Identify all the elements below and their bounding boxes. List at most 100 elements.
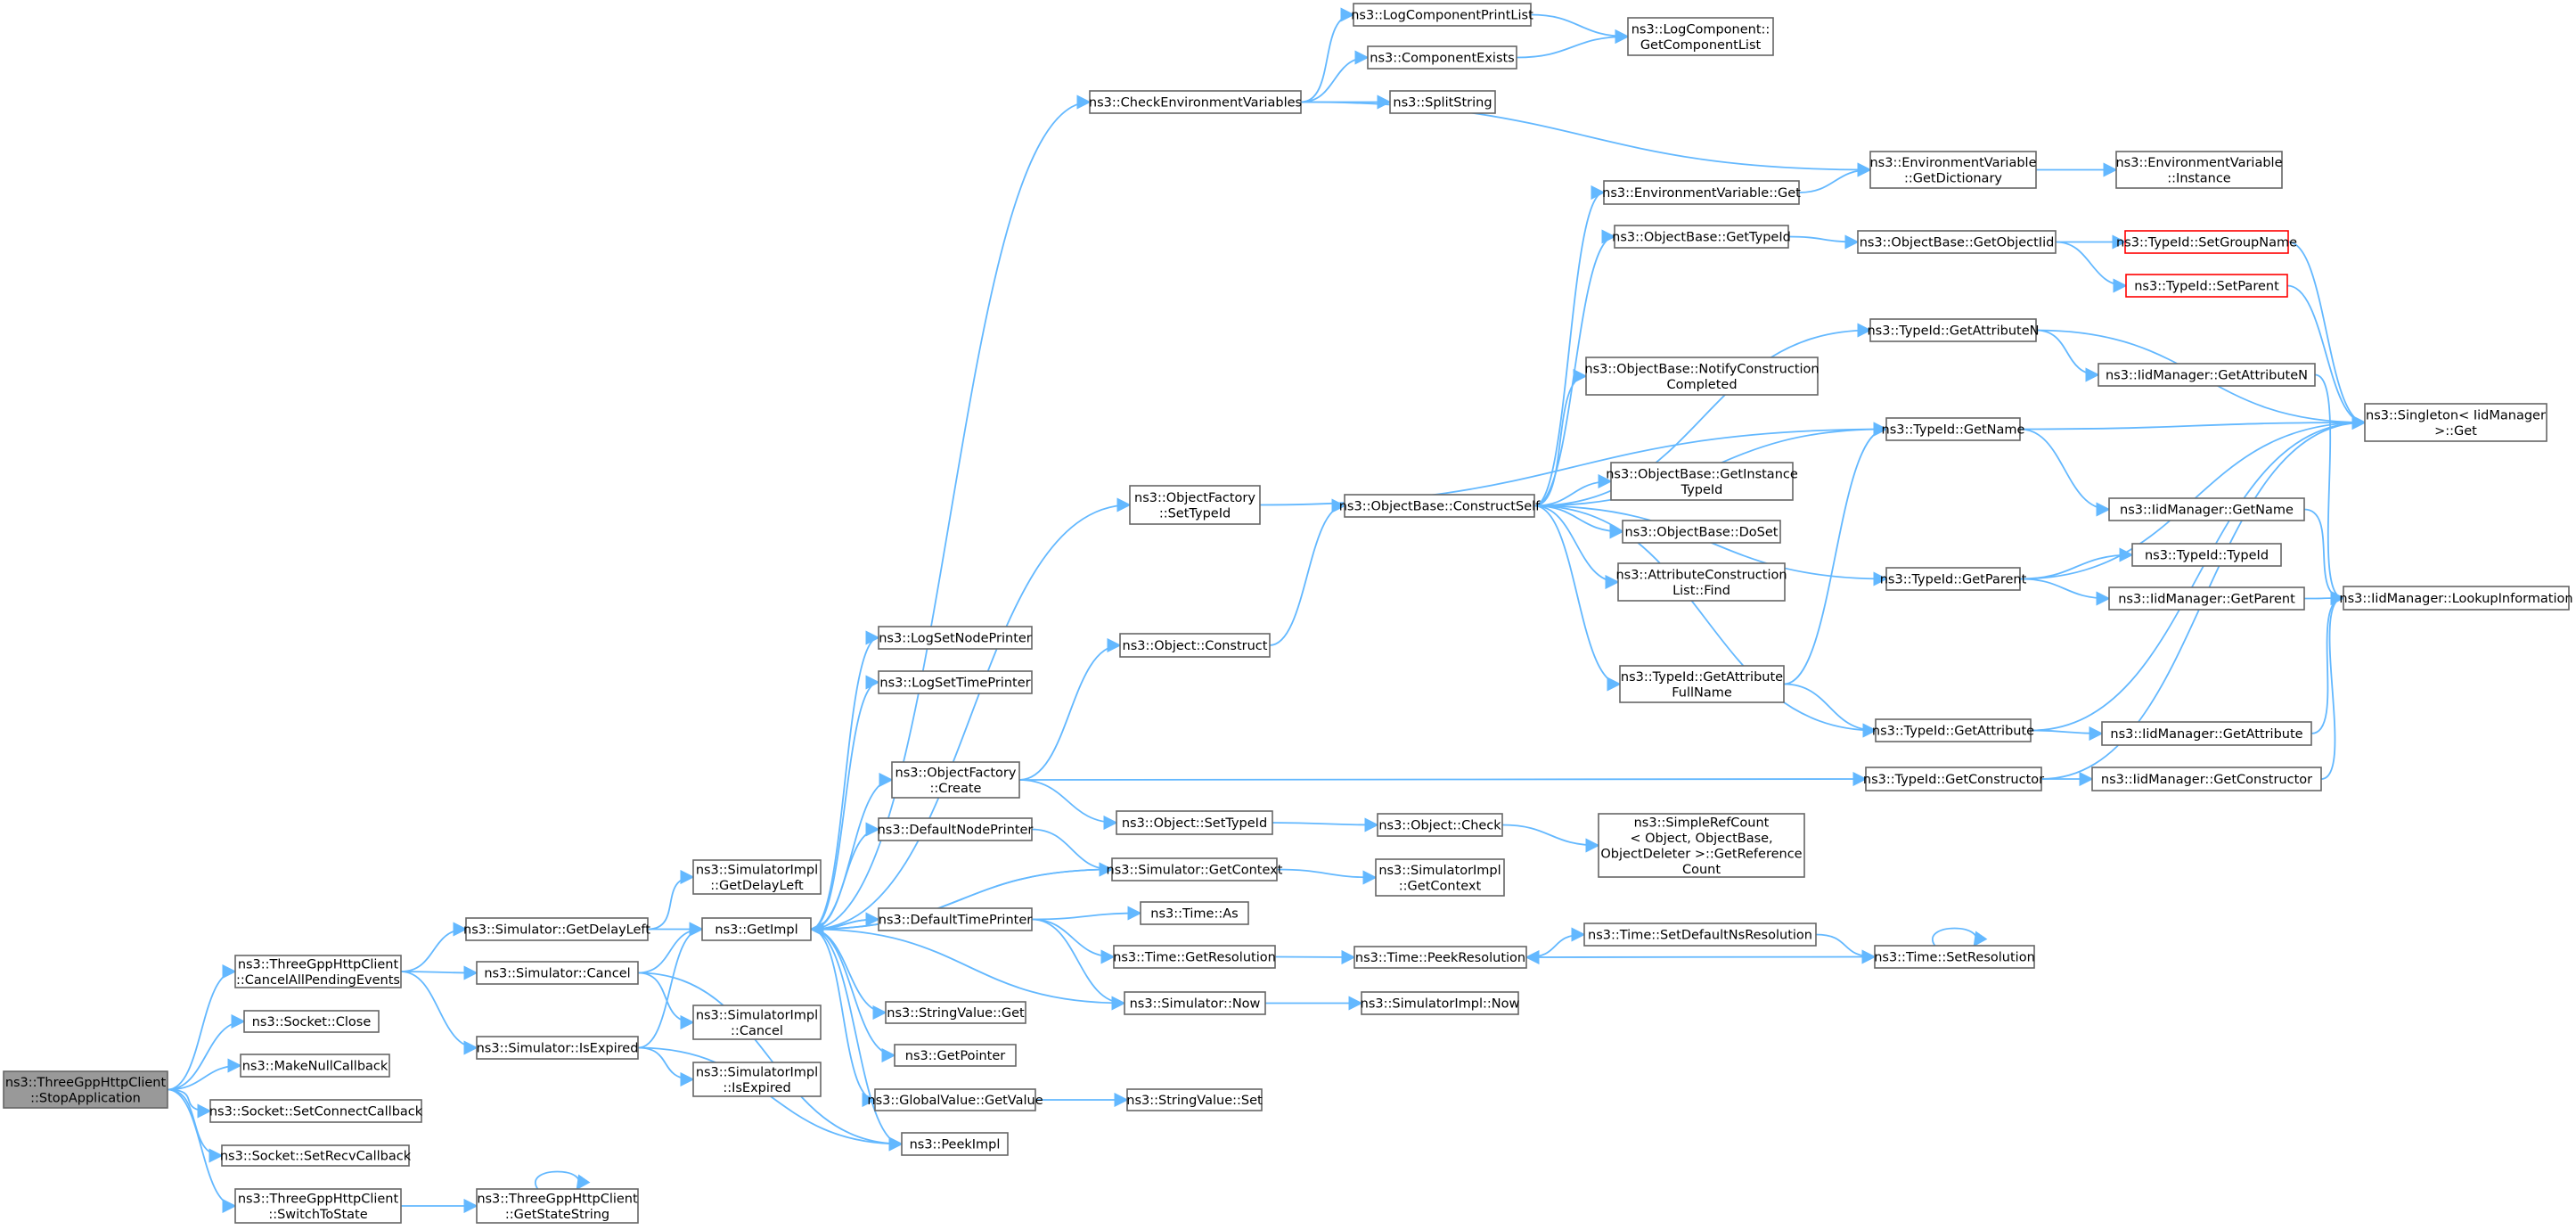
node-ob-construct-self[interactable]: ns3::ObjectBase::ConstructSelf: [1339, 494, 1541, 518]
node-label: ::Cancel: [731, 1024, 783, 1038]
node-gv-get-value[interactable]: ns3::GlobalValue::GetValue: [867, 1088, 1043, 1111]
node-log-time[interactable]: ns3::LogSetTimePrinter: [878, 670, 1033, 694]
node-ob-do-set[interactable]: ns3::ObjectBase::DoSet: [1622, 520, 1781, 544]
node-tid-get-parent[interactable]: ns3::TypeId::GetParent: [1880, 567, 2027, 591]
node-of-create[interactable]: ns3::ObjectFactory::Create: [891, 761, 1020, 799]
node-split-string[interactable]: ns3::SplitString: [1389, 90, 1496, 114]
node-tid-get-attr-n[interactable]: ns3::TypeId::GetAttributeN: [1867, 318, 2040, 342]
node-set-connect[interactable]: ns3::Socket::SetConnectCallback: [209, 1099, 423, 1123]
edge-obj-construct-to-ob-construct-self: [1269, 498, 1346, 646]
node-simple-ref[interactable]: ns3::SimpleRefCount< Object, ObjectBase,…: [1598, 813, 1805, 878]
node-time-get-res[interactable]: ns3::Time::GetResolution: [1113, 945, 1276, 969]
edge-def-time-to-sim-now: [1031, 918, 1126, 1011]
node-box: [1111, 857, 1278, 882]
node-root[interactable]: ns3::ThreeGppHttpClient::StopApplication: [3, 1070, 168, 1109]
node-box: [2125, 274, 2288, 298]
node-tid-get-attribute[interactable]: ns3::TypeId::GetAttribute: [1872, 718, 2034, 742]
node-label: ns3::GlobalValue::GetValue: [867, 1094, 1043, 1108]
node-ob-notify[interactable]: ns3::ObjectBase::NotifyConstructionCompl…: [1584, 357, 1820, 396]
node-box: [1583, 922, 1817, 947]
node-make-null[interactable]: ns3::MakeNullCallback: [240, 1054, 390, 1078]
node-ob-get-type-id[interactable]: ns3::ObjectBase::GetTypeId: [1612, 225, 1791, 249]
node-sim-get-context[interactable]: ns3::Simulator::GetContext: [1107, 857, 1283, 882]
node-sv-set[interactable]: ns3::StringValue::Set: [1126, 1088, 1263, 1111]
node-tid-set-group[interactable]: ns3::TypeId::SetGroupName: [2116, 230, 2297, 254]
node-get-impl[interactable]: ns3::GetImpl: [701, 917, 812, 941]
node-get-pointer[interactable]: ns3::GetPointer: [894, 1044, 1017, 1067]
node-obj-check[interactable]: ns3::Object::Check: [1377, 813, 1503, 837]
node-iid-get-attr-n[interactable]: ns3::IidManager::GetAttributeN: [2098, 363, 2316, 387]
node-sv-get[interactable]: ns3::StringValue::Get: [885, 1001, 1026, 1024]
node-label: ns3::ObjectFactory: [1134, 491, 1255, 505]
node-def-time[interactable]: ns3::DefaultTimePrinter: [878, 907, 1033, 931]
edge-log-comp-print-to-log-comp-list: [1530, 13, 1630, 45]
node-tid-get-constructor[interactable]: ns3::TypeId::GetConstructor: [1863, 767, 2044, 791]
node-label: ns3::IidManager::GetAttribute: [2110, 727, 2302, 742]
node-label: ns3::Singleton< IidManager: [2366, 408, 2546, 422]
node-tid-type-id[interactable]: ns3::TypeId::TypeId: [2131, 543, 2282, 567]
node-time-as[interactable]: ns3::Time::As: [1140, 901, 1249, 925]
node-obj-construct[interactable]: ns3::Object::Construct: [1119, 633, 1271, 658]
node-get-state[interactable]: ns3::ThreeGppHttpClient::GetStateString: [476, 1188, 639, 1224]
node-sim-is-expired[interactable]: ns3::Simulator::IsExpired: [476, 1036, 639, 1060]
node-impl-now[interactable]: ns3::SimulatorImpl::Now: [1361, 991, 1520, 1015]
node-env-instance[interactable]: ns3::EnvironmentVariable::Instance: [2115, 151, 2283, 189]
edge-tid-get-parent-to-iid-get-parent: [2019, 578, 2111, 606]
node-time-set-res[interactable]: ns3::Time::SetResolution: [1874, 945, 2035, 969]
edge-def-node-to-sim-get-context: [1031, 828, 1114, 877]
node-box: [1869, 318, 2037, 342]
node-def-node[interactable]: ns3::DefaultNodePrinter: [878, 817, 1034, 841]
node-label: ::SetTypeId: [1159, 506, 1231, 521]
node-peek-impl[interactable]: ns3::PeekImpl: [901, 1132, 1009, 1156]
node-iid-get-name[interactable]: ns3::IidManager::GetName: [2108, 497, 2305, 521]
edge-tid-get-name-to-iid-get-name: [2019, 428, 2111, 517]
node-sim-cancel[interactable]: ns3::Simulator::Cancel: [476, 961, 639, 985]
node-sim-now[interactable]: ns3::Simulator::Now: [1124, 991, 1266, 1015]
node-switch-to[interactable]: ns3::ThreeGppHttpClient::SwitchToState: [234, 1188, 402, 1224]
node-impl-get-context[interactable]: ns3::SimulatorImpl::GetContext: [1375, 858, 1505, 897]
node-impl-cancel[interactable]: ns3::SimulatorImpl::Cancel: [692, 1004, 822, 1040]
node-ob-get-object-tid[interactable]: ns3::ObjectBase::GetObjectIid: [1857, 230, 2057, 254]
node-label: ns3::Simulator::Cancel: [484, 967, 630, 981]
node-iid-get-attribute[interactable]: ns3::IidManager::GetAttribute: [2101, 721, 2312, 746]
edge-of-create-to-obj-set-type-id: [1018, 779, 1118, 831]
node-box: [1089, 90, 1302, 114]
edge-tid-get-attribute-to-iid-get-attribute: [2030, 726, 2104, 742]
node-iid-get-constructor[interactable]: ns3::IidManager::GetConstructor: [2091, 767, 2322, 791]
node-tid-get-name[interactable]: ns3::TypeId::GetName: [1882, 417, 2025, 441]
node-log-comp-list[interactable]: ns3::LogComponent::GetComponentList: [1627, 17, 1774, 56]
node-obj-set-type-id[interactable]: ns3::Object::SetTypeId: [1116, 810, 1273, 835]
node-box: [1377, 813, 1503, 837]
node-env-get[interactable]: ns3::EnvironmentVariable::Get: [1602, 180, 1801, 205]
edge-tid-get-attr-full-to-tid-get-attribute: [1783, 683, 1877, 738]
node-time-peek-res[interactable]: ns3::Time::PeekResolution: [1353, 946, 1527, 969]
node-box: [1389, 90, 1496, 114]
node-impl-get-delay[interactable]: ns3::SimulatorImpl::GetDelayLeft: [692, 859, 822, 895]
node-log-node[interactable]: ns3::LogSetNodePrinter: [878, 626, 1033, 650]
edge-obj-check-to-simple-ref: [1501, 824, 1600, 853]
node-time-set-def-ns[interactable]: ns3::Time::SetDefaultNsResolution: [1583, 922, 1817, 947]
node-env-get-dict[interactable]: ns3::EnvironmentVariable::GetDictionary: [1869, 151, 2037, 189]
node-singleton-get[interactable]: ns3::Singleton< IidManager>::Get: [2364, 403, 2547, 442]
node-iid-get-parent[interactable]: ns3::IidManager::GetParent: [2108, 586, 2305, 611]
node-box: [1353, 3, 1532, 27]
node-sim-get-delay[interactable]: ns3::Simulator::GetDelayLeft: [463, 917, 650, 941]
node-comp-exists[interactable]: ns3::ComponentExists: [1367, 45, 1517, 70]
node-tid-set-parent[interactable]: ns3::TypeId::SetParent: [2125, 274, 2288, 298]
node-iid-lookup[interactable]: ns3::IidManager::LookupInformation: [2339, 586, 2573, 611]
node-box: [2091, 767, 2322, 791]
node-check-env[interactable]: ns3::CheckEnvironmentVariables: [1089, 90, 1302, 114]
node-sock-close[interactable]: ns3::Socket::Close: [243, 1010, 380, 1033]
edge-def-time-to-time-as: [1031, 906, 1142, 921]
node-cancel-all[interactable]: ns3::ThreeGppHttpClient::CancelAllPendin…: [234, 955, 402, 988]
node-of-set-type-id[interactable]: ns3::ObjectFactory::SetTypeId: [1129, 485, 1261, 525]
node-log-comp-print[interactable]: ns3::LogComponentPrintList: [1351, 3, 1533, 27]
node-impl-is-expired[interactable]: ns3::SimulatorImpl::IsExpired: [692, 1062, 822, 1097]
node-label: ns3::SimpleRefCount: [1634, 816, 1770, 830]
node-label: ns3::StringValue::Get: [887, 1006, 1025, 1021]
node-box: [692, 859, 822, 895]
node-set-recv[interactable]: ns3::Socket::SetRecvCallback: [220, 1144, 412, 1167]
